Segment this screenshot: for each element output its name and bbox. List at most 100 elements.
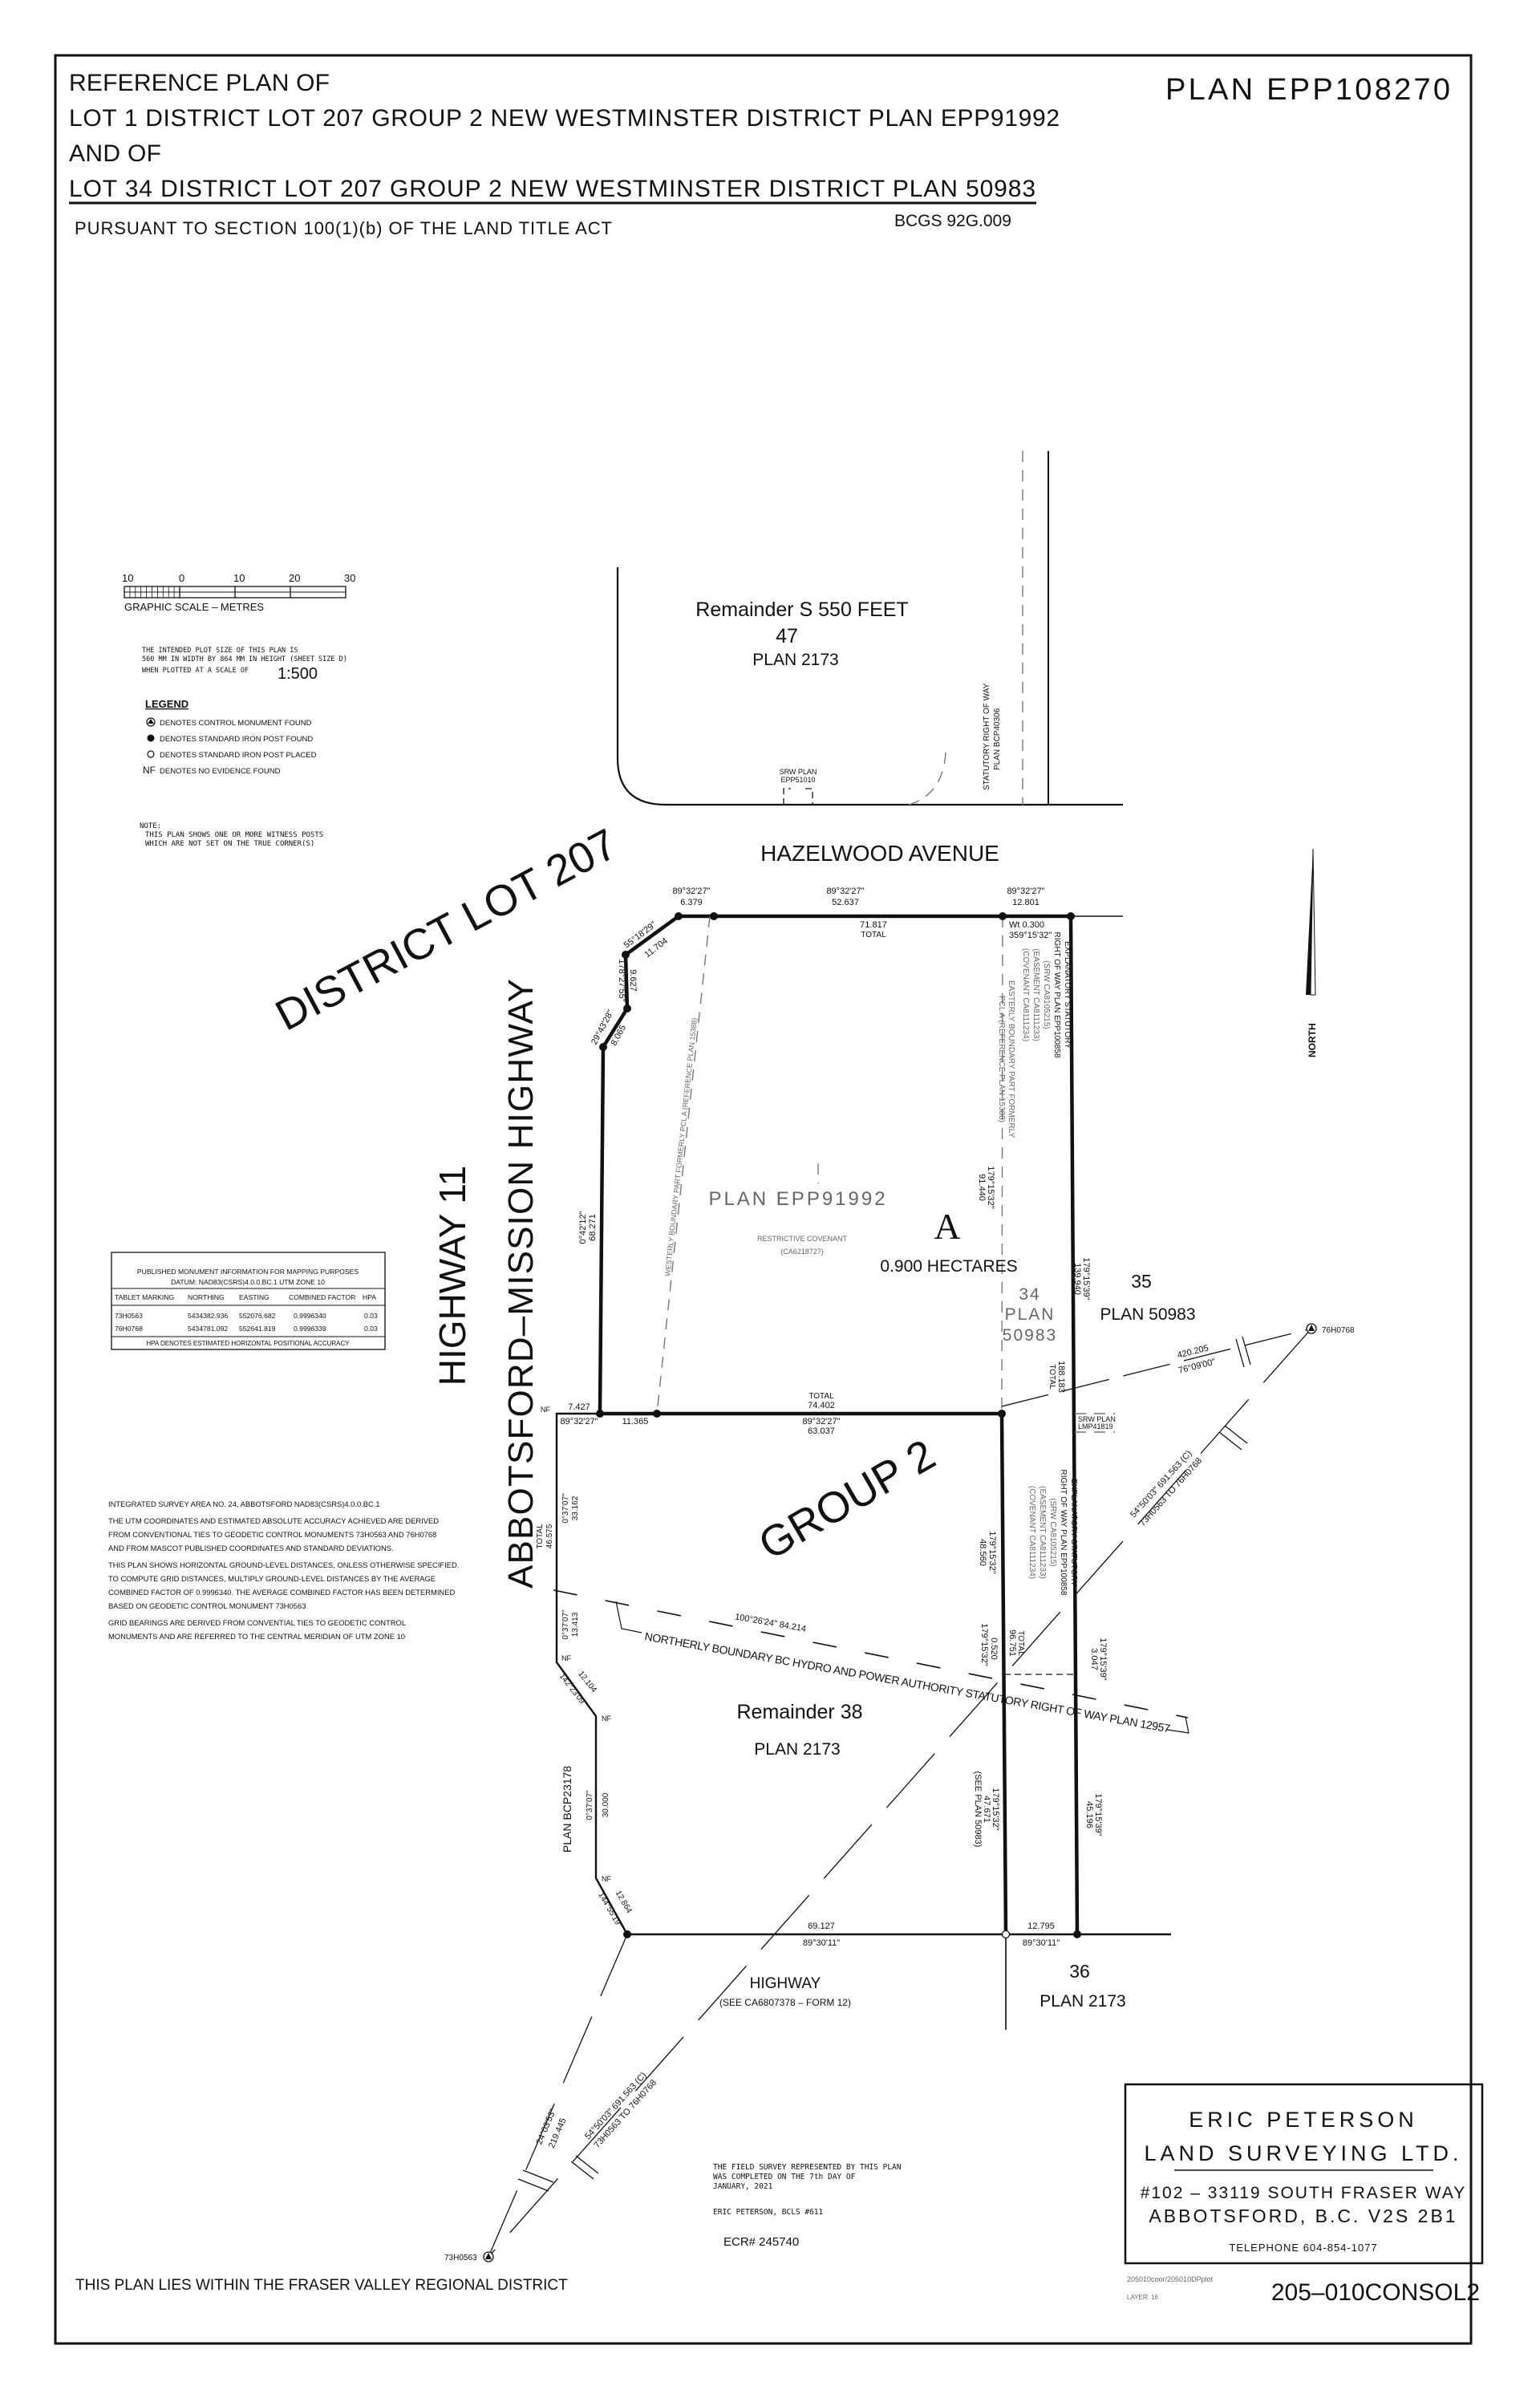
plot-note-line: WHEN PLOTTED AT A SCALE OF: [142, 667, 249, 675]
bearing-label: 89°32'27": [672, 887, 710, 896]
break-symbol: [1218, 1425, 1248, 1451]
table-row: 76H0768 5434781.092 552641.819 0.9996339…: [115, 1325, 378, 1333]
explanatory-line: EXPLANATORY STATUTORY: [1063, 941, 1072, 1049]
title-line-2: LOT 1 DISTRICT LOT 207 GROUP 2 NEW WESTM…: [69, 105, 1060, 132]
table-footnote: HPA DENOTES ESTIMATED HORIZONTAL POSITIO…: [146, 1340, 350, 1347]
survey-note-line: COMBINED FACTOR OF 0.9996340. THE AVERAG…: [108, 1588, 455, 1597]
bearing-label: 179°15'32": [986, 1166, 995, 1208]
srw-lmp41819-label: LMP41819: [1078, 1422, 1113, 1430]
distance-label: 74.402: [808, 1401, 835, 1410]
bearing-label: 179°15'39": [1098, 1637, 1108, 1680]
restrictive-covenant-number: (CA6218727): [780, 1248, 824, 1256]
table-cell: 5434781.092: [188, 1325, 228, 1333]
break-symbol: [1235, 1336, 1251, 1368]
bearing-label: 89°32'27": [560, 1417, 598, 1426]
lot-47-remainder-label: Remainder S 550 FEET: [695, 599, 908, 621]
bearing-label: 0°37'07": [586, 1790, 594, 1820]
control-monument-icon: [1306, 1323, 1317, 1334]
plan-number: PLAN EPP108270: [1165, 73, 1450, 107]
drawing-number: 205–010CONSOL2: [1271, 2279, 1480, 2306]
abbotsford-mission-highway-label: ABBOTSFORD–MISSION HIGHWAY: [501, 979, 541, 1589]
table-header: EASTING: [239, 1293, 270, 1301]
explanatory-line: RIGHT OF WAY PLAN EPP100858: [1059, 1470, 1068, 1596]
group-2-label: GROUP 2: [751, 1430, 943, 1569]
distance-label: 48.560: [978, 1539, 987, 1566]
table-header: NORTHING: [188, 1293, 225, 1301]
survey-note-line: GRID BEARINGS ARE DERIVED FROM CONVENTIA…: [108, 1618, 406, 1627]
scale-tick-label: 10: [122, 572, 133, 584]
srw-epp51010-label: EPP51010: [780, 776, 815, 784]
lot-34-plan-number: 50983: [1003, 1326, 1057, 1345]
hydro-row-label: NORTHERLY BOUNDARY BC HYDRO AND POWER AU…: [643, 1629, 1171, 1735]
dimension-labels: 89°32'27" 6.379 89°32'27" 52.637 71.817 …: [535, 887, 1217, 2150]
bearing-label: 359°15'32": [1009, 931, 1052, 940]
legend: LEGEND DENOTES CONTROL MONUMENT FOUND DE…: [143, 698, 317, 776]
distance-label: 45.196: [1084, 1801, 1094, 1828]
bearing-label: 89°32'27": [1007, 887, 1044, 896]
hydro-line-dimension: 100°26'24" 84.214: [734, 1612, 807, 1633]
distance-label: 30.000: [602, 1792, 610, 1817]
explanatory-line: (SRW CA8105215): [1048, 1498, 1057, 1566]
survey-note-line: BASED ON GEODETIC CONTROL MONUMENT 73H05…: [108, 1601, 306, 1610]
title-line-3: AND OF: [69, 140, 161, 167]
explanatory-line: (EASEMENT CA8111233): [1031, 948, 1040, 1041]
file-path: 205010coor/205010DPplot: [1127, 2275, 1214, 2283]
survey-note-line: MONUMENTS AND ARE REFERRED TO THE CENTRA…: [108, 1632, 405, 1641]
iron-post-found-icon: [147, 734, 155, 742]
bearing-label: 179°15'32": [987, 1531, 997, 1573]
distance-label: 12.795: [1027, 1921, 1055, 1931]
plot-note-line: 560 MM IN WIDTH BY 864 MM IN HEIGHT (SHE…: [142, 655, 347, 663]
survey-note-line: THIS PLAN SHOWS HORIZONTAL GROUND-LEVEL …: [108, 1560, 459, 1569]
legend-title: LEGEND: [145, 698, 188, 710]
regional-district-note: THIS PLAN LIES WITHIN THE FRASER VALLEY …: [75, 2277, 568, 2294]
field-survey-line: WAS COMPLETED ON THE 7th DAY OF: [713, 2173, 856, 2181]
iron-post-found-icon: [623, 1004, 631, 1012]
company-address: ABBOTSFORD, B.C. V2S 2B1: [1149, 2205, 1457, 2226]
title-line-1: REFERENCE PLAN OF: [69, 70, 330, 96]
survey-note-line: FROM CONVENTIONAL TIES TO GEODETIC CONTR…: [108, 1530, 436, 1539]
total-label: TOTAL: [1048, 1364, 1056, 1390]
srw-bcp40306-label: STATUTORY RIGHT OF WAY: [983, 683, 991, 790]
field-survey-line: JANUARY, 2021: [713, 2182, 773, 2191]
east-boundary: [1068, 915, 1080, 1935]
witness-offset-label: Wt 0.300: [1009, 920, 1044, 930]
monument-table: PUBLISHED MONUMENT INFORMATION FOR MAPPI…: [111, 1252, 386, 1350]
note-line: THIS PLAN SHOWS ONE OR MORE WITNESS POST…: [145, 831, 323, 839]
distance-label: 63.037: [808, 1426, 835, 1436]
distance-label: 13.413: [571, 1612, 580, 1637]
plot-size-note: THE INTENDED PLOT SIZE OF THIS PLAN IS 5…: [142, 647, 347, 683]
survey-notes: INTEGRATED SURVEY AREA NO. 24, ABBOTSFOR…: [108, 1499, 459, 1641]
table-cell: 0.9996339: [294, 1325, 326, 1333]
explanatory-srw-upper: EXPLANATORY STATUTORY RIGHT OF WAY PLAN …: [997, 932, 1072, 1138]
title-line-4: LOT 34 DISTRICT LOT 207 GROUP 2 NEW WEST…: [69, 176, 1035, 202]
company-name: ERIC PETERSON: [1189, 2108, 1418, 2132]
easterly-boundary-label: EASTERLY BOUNDARY PART FORMERLY: [1007, 980, 1015, 1138]
table-cell: 552641.819: [239, 1325, 276, 1333]
nf-label: NF: [602, 1714, 611, 1723]
scale-tick-label: 0: [179, 572, 184, 584]
distance-label: 12.801: [1012, 898, 1040, 907]
table-cell: 76H0768: [115, 1325, 143, 1333]
nf-label: NF: [561, 1654, 571, 1662]
company-telephone: TELEPHONE 604-854-1077: [1229, 2242, 1377, 2254]
graphic-scale: 10 0 10 20 30 GRAPHIC SCALE – METRES: [122, 572, 355, 613]
iron-post-found-icon: [596, 1410, 604, 1418]
bearing-label: 89°30'11": [1023, 1938, 1060, 1948]
bearing-label: 179°15'39": [1093, 1793, 1103, 1836]
distance-label: 71.817: [860, 920, 887, 930]
company-address: #102 – 33119 SOUTH FRASER WAY: [1141, 2184, 1467, 2202]
legend-item-label: DENOTES STANDARD IRON POST PLACED: [160, 751, 317, 760]
distance-label: 91.440: [977, 1174, 987, 1201]
explanatory-line: (EASEMENT CA8111233): [1038, 1486, 1047, 1579]
distance-label: 68.271: [588, 1214, 598, 1241]
table-title: PUBLISHED MONUMENT INFORMATION FOR MAPPI…: [137, 1268, 359, 1276]
table-header: HPA: [363, 1293, 376, 1301]
break-symbol: [517, 2169, 554, 2192]
survey-note-line: THE UTM COORDINATES AND ESTIMATED ABSOLU…: [108, 1516, 439, 1525]
former-east-boundary: [1001, 915, 1003, 1414]
lot-34-number: 34: [1019, 1285, 1040, 1304]
highway-reference: (SEE CA6807378 – FORM 12): [719, 1997, 851, 2008]
nf-label: NF: [541, 1406, 550, 1414]
plot-scale: 1:500: [278, 665, 318, 683]
iron-post-placed-icon: [1001, 1930, 1011, 1939]
